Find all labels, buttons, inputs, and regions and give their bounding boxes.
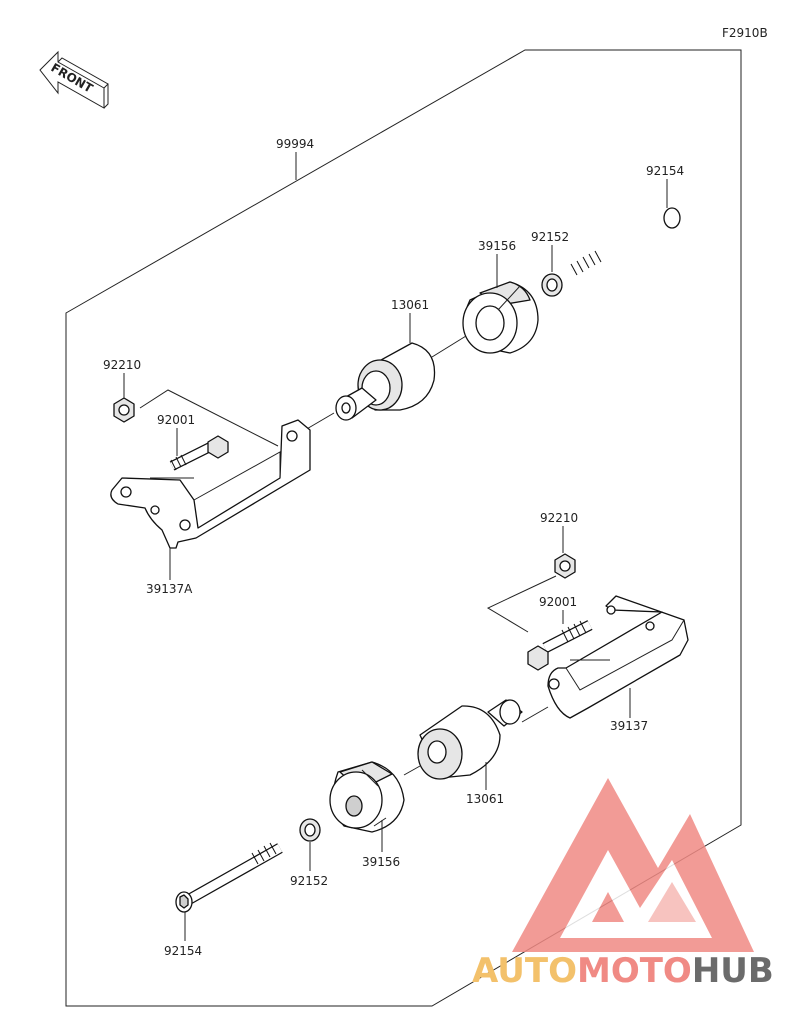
bolt-upper xyxy=(569,207,681,276)
screw-lower xyxy=(527,620,593,671)
spacer-lower xyxy=(417,699,523,780)
label-bolt-lower: 92154 xyxy=(164,944,202,958)
label-washer-upper: 92152 xyxy=(531,230,569,244)
watermark-brand-part3: HUB xyxy=(692,951,774,991)
bracket-upper xyxy=(110,419,311,549)
label-spacer-upper: 13061 xyxy=(391,298,429,312)
spacer-upper xyxy=(335,342,436,421)
figure-code: F2910B xyxy=(722,26,768,40)
label-bracket-lower: 39137 xyxy=(610,719,648,733)
label-bracket-upper: 39137A xyxy=(146,582,193,596)
label-bolt-upper: 92154 xyxy=(646,164,684,178)
washer-lower xyxy=(299,818,321,842)
label-cap-lower: 39156 xyxy=(362,855,400,869)
nut-lower xyxy=(554,553,576,579)
label-cap-upper: 39156 xyxy=(478,239,516,253)
label-screw-lower: 92001 xyxy=(539,595,577,609)
kit-outline xyxy=(65,49,742,1007)
nut-upper xyxy=(113,397,135,423)
watermark-brand: AUTOMOTOHUB xyxy=(472,951,774,991)
screw-upper xyxy=(169,435,229,471)
label-kit: 99994 xyxy=(276,137,314,151)
watermark-brand-part1: AUTO xyxy=(472,951,577,991)
label-nut-lower: 92210 xyxy=(540,511,578,525)
label-nut-upper: 92210 xyxy=(103,358,141,372)
cap-upper xyxy=(462,281,539,354)
label-washer-lower: 92152 xyxy=(290,874,328,888)
front-arrow-icon: FRONT xyxy=(39,50,109,109)
watermark-brand-part2: MOTO xyxy=(577,951,692,991)
bolt-lower xyxy=(175,842,283,913)
label-screw-upper: 92001 xyxy=(157,413,195,427)
washer-upper xyxy=(541,273,563,297)
label-spacer-lower: 13061 xyxy=(466,792,504,806)
bracket-lower xyxy=(547,595,689,719)
cap-lower xyxy=(329,761,405,833)
watermark-logo xyxy=(512,778,754,952)
